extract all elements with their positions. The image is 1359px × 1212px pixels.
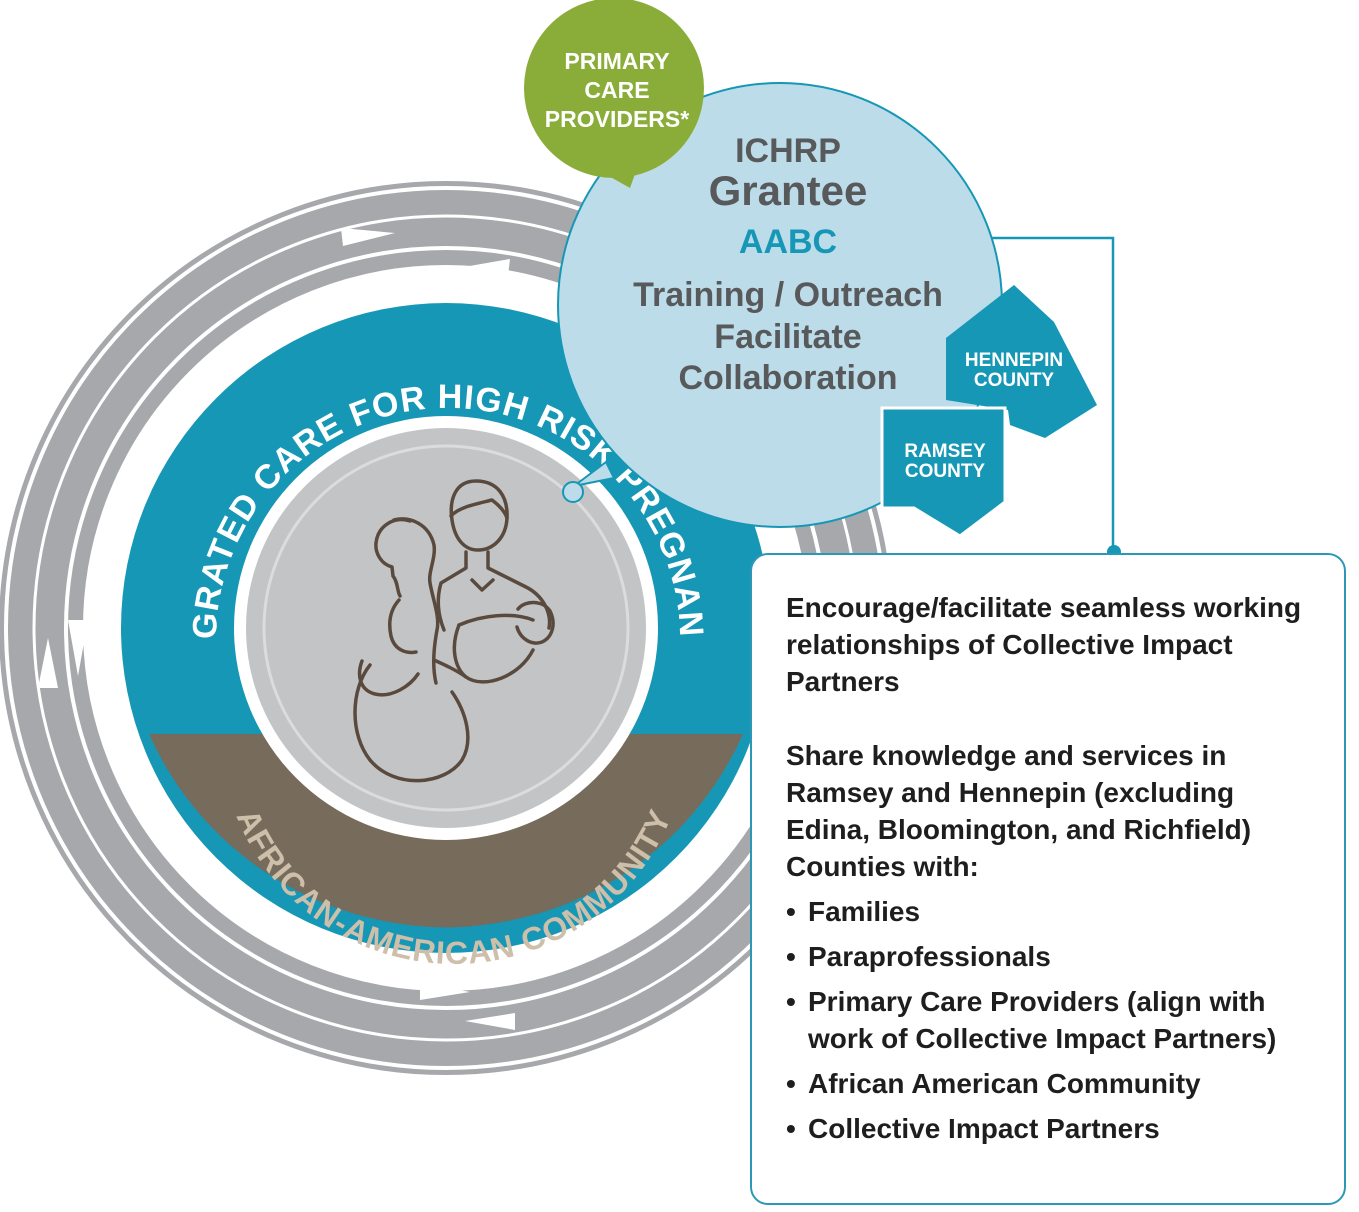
- arrow-icon-left-up: [38, 638, 58, 688]
- arrow-icon-bottom-left: [465, 1013, 515, 1030]
- connector-line: [954, 236, 1115, 552]
- arrow-icon-top-left: [458, 259, 510, 276]
- info-box: Encourage/facilitate seamless working re…: [750, 553, 1346, 1205]
- arrow-icon-top-right: [341, 228, 395, 246]
- hennepin-line2: COUNTY: [974, 370, 1055, 391]
- primary-care-line2: CARE: [584, 77, 649, 103]
- info-paragraph-1: Encourage/facilitate seamless working re…: [786, 592, 1302, 697]
- grantee-name: AABC: [739, 223, 837, 261]
- list-item: African American Community: [786, 1065, 1324, 1102]
- hennepin-county-shape: [946, 285, 1097, 438]
- grantee-role-line2: Facilitate: [714, 318, 861, 356]
- grantee-title: Grantee: [709, 167, 868, 214]
- mother-father-baby-icon: [353, 479, 555, 783]
- grantee-role-line1: Training / Outreach: [633, 276, 943, 314]
- ramsey-line2: COUNTY: [905, 461, 986, 482]
- list-item: Families: [786, 893, 1324, 930]
- grantee-role-line3: Collaboration: [678, 359, 897, 397]
- primary-care-line1: PRIMARY: [564, 48, 669, 74]
- arrow-icon-left-down: [68, 620, 88, 676]
- primary-care-line3: PROVIDERS*: [545, 106, 689, 132]
- info-paragraph-2: Share knowledge and services in Ramsey a…: [786, 740, 1252, 882]
- grantee-org: ICHRP: [735, 132, 841, 170]
- list-item: Primary Care Providers (align with work …: [786, 983, 1324, 1057]
- list-item: Collective Impact Partners: [786, 1110, 1324, 1147]
- ramsey-county-shape: [880, 406, 1007, 538]
- arrow-icon-bottom-right: [420, 983, 470, 1000]
- list-item: Paraprofessionals: [786, 938, 1324, 975]
- center-medallion: [246, 428, 646, 828]
- primary-care-bubble: [524, 0, 704, 188]
- ramsey-line1: RAMSEY: [904, 441, 986, 462]
- hennepin-line1: HENNEPIN: [965, 350, 1063, 371]
- info-bullet-list: Families Paraprofessionals Primary Care …: [786, 893, 1324, 1147]
